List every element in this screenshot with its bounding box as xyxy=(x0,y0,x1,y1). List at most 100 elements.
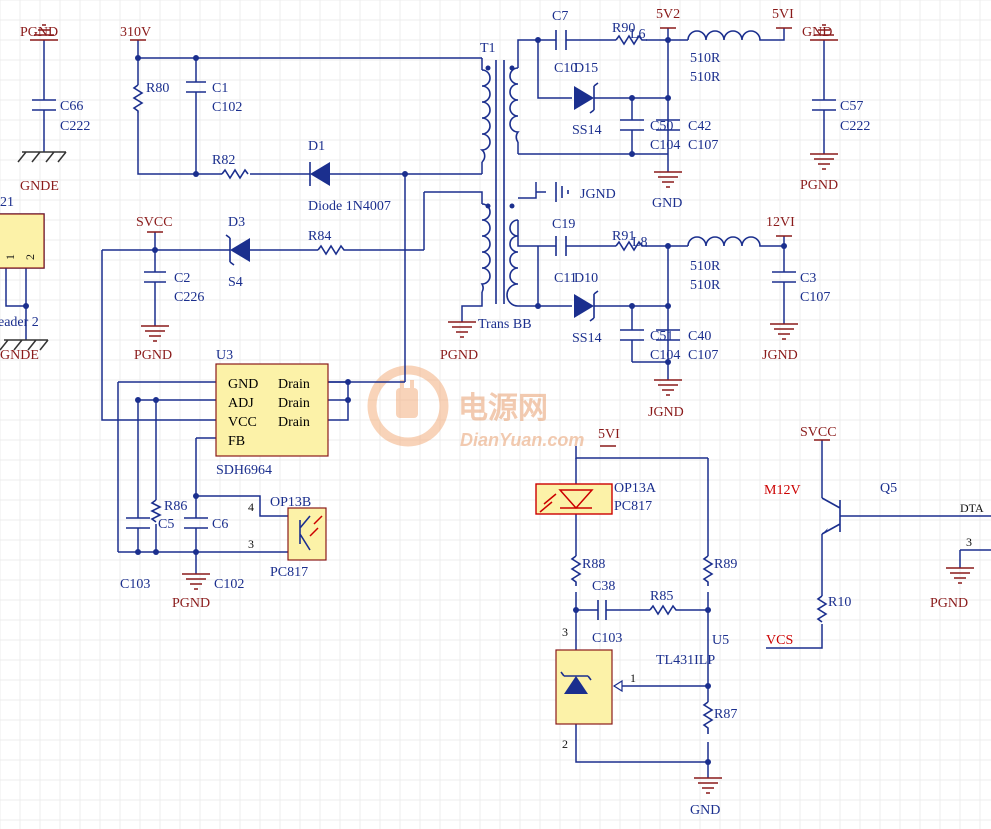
resistor-r86 xyxy=(150,499,162,523)
diode-d3 xyxy=(225,234,250,266)
ref-c5: C5 xyxy=(158,517,174,532)
val-c1: C102 xyxy=(212,100,242,115)
ic-u3-body xyxy=(215,363,329,457)
ref-c57: C57 xyxy=(840,99,863,114)
capacitor-c66 xyxy=(32,99,56,111)
ref-r89: R89 xyxy=(714,557,737,572)
net-pgnd-6: PGND xyxy=(930,596,968,611)
capacitor-c57 xyxy=(812,99,836,111)
capacitor-c7 xyxy=(555,30,567,50)
net-svcc-1: SVCC xyxy=(136,215,173,230)
net-jgnd-1: JGND xyxy=(580,187,616,202)
capacitor-c51 xyxy=(620,329,644,341)
ref-r86: R86 xyxy=(164,499,187,514)
val-j21: eader 2 xyxy=(0,315,39,330)
transformer-t1 xyxy=(479,60,520,307)
net-pgnd-4: PGND xyxy=(800,178,838,193)
val-c42: C107 xyxy=(688,138,718,153)
ref-510r-1: 510R xyxy=(690,51,721,66)
ref-r80: R80 xyxy=(146,81,169,96)
val-u5: TL431ILP xyxy=(656,653,715,668)
capacitor-c2 xyxy=(144,271,166,283)
resistor-r10 xyxy=(816,595,828,623)
ref-c10: C10 xyxy=(554,61,577,76)
j21-pin1: 1 xyxy=(3,254,17,260)
net-svcc-2: SVCC xyxy=(800,425,837,440)
ref-d15: D15 xyxy=(574,61,598,76)
ground-icon xyxy=(810,153,838,170)
resistor-r87 xyxy=(702,701,714,734)
net-jgnd-3: JGND xyxy=(648,405,684,420)
val-t1: Trans BB xyxy=(478,317,532,332)
ground-icon xyxy=(141,325,169,342)
ref-c51: C51 xyxy=(650,329,673,344)
capacitor-c40 xyxy=(656,329,680,341)
junction-dots xyxy=(23,37,787,765)
resistor-r88 xyxy=(570,555,582,586)
inductor-l8 xyxy=(687,236,766,247)
u3-pin-drain-3: Drain xyxy=(278,415,310,430)
val-510r-1: 510R xyxy=(690,70,721,85)
val-op13b: PC817 xyxy=(270,565,308,580)
ground-icon xyxy=(654,379,682,396)
ref-r88: R88 xyxy=(582,557,605,572)
net-gnde-2: GNDE xyxy=(0,348,39,363)
u3-pin-adj: ADJ xyxy=(228,396,254,411)
ref-c66: C66 xyxy=(60,99,83,114)
val-ss14-1: SS14 xyxy=(572,123,602,138)
resistor-r85 xyxy=(649,604,682,616)
u5-pin1: 1 xyxy=(630,671,636,685)
ref-d10: D10 xyxy=(574,271,598,286)
net-310v: 310V xyxy=(120,25,151,40)
net-gnd-2: GND xyxy=(802,25,832,40)
val-c3: C107 xyxy=(800,290,830,305)
watermark: 电源网 DianYuan.com xyxy=(367,365,584,450)
ref-l6: L6 xyxy=(630,27,646,42)
ground-icon xyxy=(694,777,722,794)
capacitor-c1 xyxy=(186,81,206,93)
diode-d1 xyxy=(309,162,330,186)
val-c40: C107 xyxy=(688,348,718,363)
optocoupler-op13a xyxy=(535,483,613,515)
resistor-r80 xyxy=(132,84,144,113)
earth-ground-icon xyxy=(0,339,49,351)
val-c2: C226 xyxy=(174,290,204,305)
j21-pin2: 2 xyxy=(23,254,37,260)
val-ss14-2: SS14 xyxy=(572,331,602,346)
ref-c1: C1 xyxy=(212,81,228,96)
ref-u3: U3 xyxy=(216,348,233,363)
capacitor-c50 xyxy=(620,119,644,131)
watermark-en: DianYuan.com xyxy=(460,430,584,450)
ref-t1: T1 xyxy=(480,41,496,56)
ref-op13b: OP13B xyxy=(270,495,311,510)
net-5v2: 5V2 xyxy=(656,7,680,22)
header-j21 xyxy=(0,213,45,269)
inductor-l6 xyxy=(687,30,766,41)
u3-pin-drain-2: Drain xyxy=(278,396,310,411)
capacitor-c6 xyxy=(184,517,208,529)
net-pgnd-1: PGND xyxy=(20,25,58,40)
optocoupler-op13b xyxy=(287,507,327,561)
capacitor-c5 xyxy=(126,517,150,529)
diode-d15 xyxy=(574,82,599,114)
jgnd-earth xyxy=(536,182,569,202)
net-5vi-1: 5VI xyxy=(598,427,620,442)
power-ports xyxy=(130,27,830,447)
ref-510r-2: 510R xyxy=(690,259,721,274)
resistor-r90 xyxy=(615,34,647,46)
net-pgnd-5: PGND xyxy=(172,596,210,611)
ref-d3: D3 xyxy=(228,215,245,230)
ground-icon xyxy=(770,323,798,340)
ref-c42: C42 xyxy=(688,119,711,134)
op13b-pin3: 3 xyxy=(248,537,254,551)
ic-u3 xyxy=(215,363,329,457)
ref-d1: D1 xyxy=(308,139,325,154)
u3-pin-vcc: VCC xyxy=(228,415,257,430)
ref-c7: C7 xyxy=(552,9,568,24)
resistor-r82 xyxy=(221,168,249,180)
transistor-q5 xyxy=(821,497,846,535)
ref-c38: C38 xyxy=(592,579,615,594)
op13b-pin4: 4 xyxy=(248,500,254,514)
u5-pin3: 3 xyxy=(562,625,568,639)
